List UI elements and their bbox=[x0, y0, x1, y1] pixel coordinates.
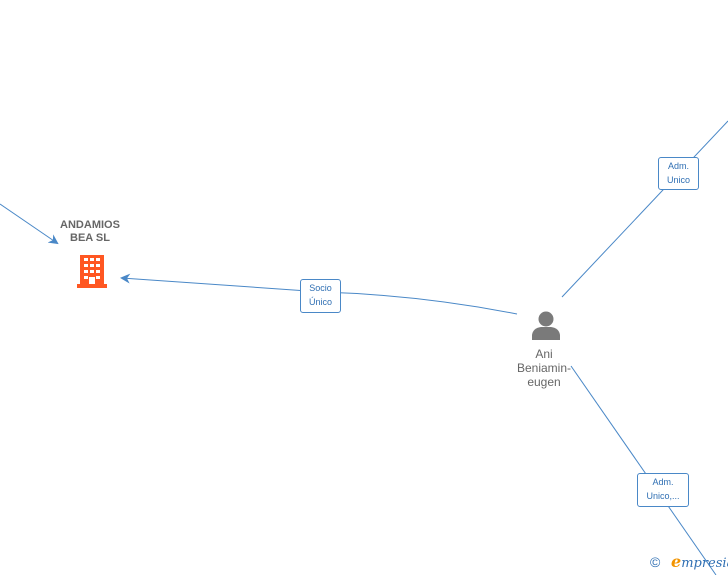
edge-line-incoming-left bbox=[0, 203, 59, 245]
copyright-symbol: © bbox=[650, 554, 661, 570]
edge-label-adm-unico-top[interactable]: Adm. Unico bbox=[658, 157, 699, 190]
edge-label-line1: Socio bbox=[309, 283, 332, 293]
edge-line-adm-bottom bbox=[570, 365, 717, 575]
person-node-label[interactable]: Ani Beniamin- eugen bbox=[500, 347, 588, 389]
edge-label-socio-unico[interactable]: Socio Único bbox=[300, 279, 341, 313]
edge-label-line1: Adm. bbox=[667, 161, 689, 171]
company-node-label[interactable]: ANDAMIOS BEA SL bbox=[40, 219, 140, 244]
brand-logo[interactable]: empresia bbox=[671, 554, 728, 572]
company-name-line1: ANDAMIOS bbox=[60, 219, 120, 231]
edge-label-line1: Adm. bbox=[652, 477, 674, 487]
brand-rest: mpresia bbox=[681, 556, 728, 571]
edge-label-line2: Unico,... bbox=[646, 491, 680, 501]
edge-label-adm-unico-bottom[interactable]: Adm. Unico,... bbox=[637, 473, 689, 507]
brand-initial: e bbox=[671, 552, 682, 571]
person-name-line3: eugen bbox=[527, 374, 561, 389]
company-name-line2: BEA SL bbox=[70, 231, 110, 244]
building-icon[interactable] bbox=[77, 255, 107, 288]
person-name-line1: Ani bbox=[535, 347, 553, 361]
edge-line-adm-top bbox=[561, 120, 728, 298]
person-name-line2: Beniamin- bbox=[516, 360, 572, 375]
edge-label-line2: Unico bbox=[666, 175, 690, 185]
person-icon[interactable] bbox=[532, 311, 560, 341]
edge-label-line2: Único bbox=[308, 297, 332, 307]
